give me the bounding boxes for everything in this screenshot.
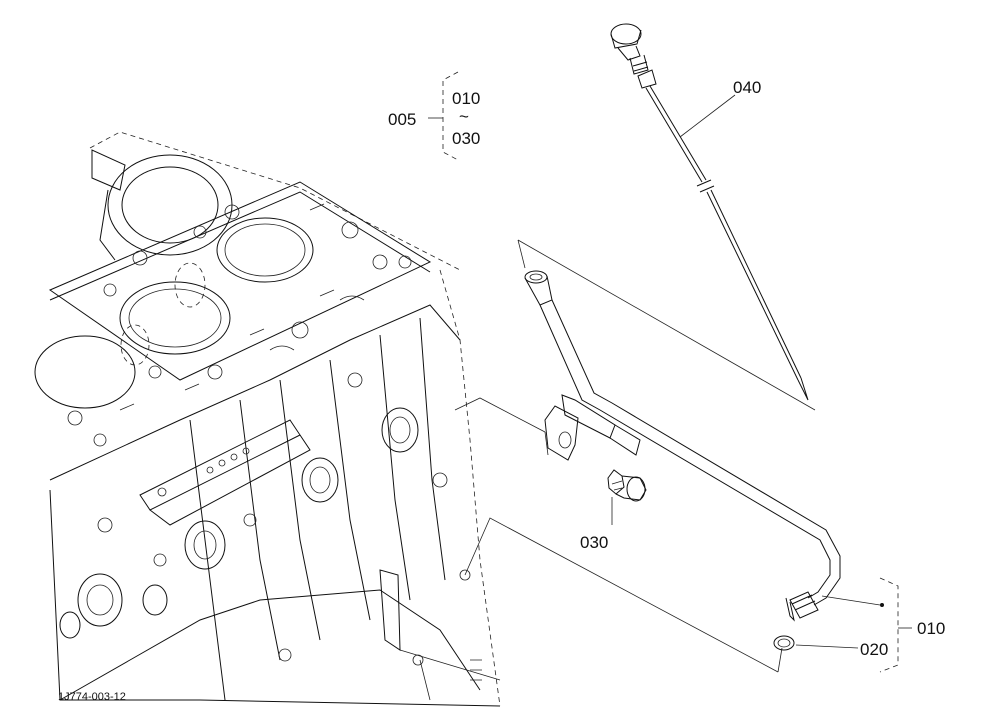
callout-040: 040 (733, 78, 761, 97)
flywheel-housing (91, 149, 233, 261)
callout-range-end: 030 (452, 129, 480, 148)
o-ring (773, 635, 795, 651)
block-front (49, 269, 501, 707)
drawing-code: 1J774-003-12 (58, 691, 126, 703)
assembly-bracket (428, 71, 459, 161)
installation-lines (454, 239, 816, 673)
bolt (607, 469, 647, 502)
dipstick (610, 23, 809, 401)
callout-range-tilde: ~ (459, 107, 469, 126)
dipstick-guide (524, 270, 841, 622)
head-gasket (34, 181, 432, 447)
callout-range-start: 010 (452, 89, 480, 108)
callout-020: 020 (860, 640, 888, 659)
guide-bracket (879, 577, 912, 673)
callout-010: 010 (917, 619, 945, 638)
callout-030: 030 (580, 533, 608, 552)
callout-005: 005 (388, 110, 416, 129)
engine-block (34, 131, 501, 707)
callout-leaders (611, 94, 884, 649)
